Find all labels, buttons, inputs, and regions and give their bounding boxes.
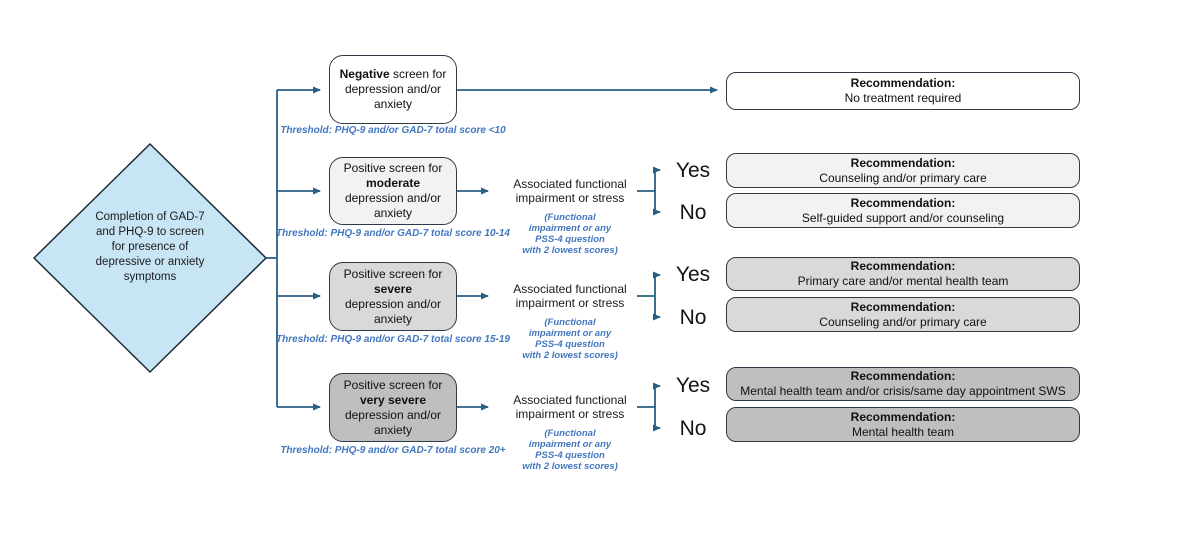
note-line: PSS-4 question <box>535 339 605 350</box>
start-node-label: Completion of GAD-7 and PHQ-9 to screen … <box>95 211 205 283</box>
screen-box-negative-line2: depression and/or <box>344 82 442 96</box>
screen-box-moderate-line3: depression and/or <box>344 191 442 205</box>
recommendation-heading: Recommendation: <box>850 299 956 314</box>
no-label-moderate: No <box>679 201 707 224</box>
recommendation-box-moderate-yes: Recommendation: Counseling and/or primar… <box>726 153 1080 188</box>
screen-box-negative-line1: Negative screen for <box>339 67 447 81</box>
note-line: (Functional <box>544 317 596 328</box>
question-moderate: Associated functional impairment or stre… <box>513 177 627 205</box>
note-line: impairment or any <box>528 223 612 234</box>
recommendation-heading: Recommendation: <box>850 195 956 210</box>
recommendation-box-severe-no: Recommendation: Counseling and/or primar… <box>726 297 1080 332</box>
question-severe: Associated functional impairment or stre… <box>513 282 627 310</box>
threshold-moderate: Threshold: PHQ-9 and/or GAD-7 total scor… <box>276 228 510 239</box>
question-note-very-severe: (Functional impairment or any PSS-4 ques… <box>495 428 645 472</box>
question-very-severe: Associated functional impairment or stre… <box>513 393 627 421</box>
recommendation-text: Mental health team <box>851 424 955 439</box>
screen-box-very-severe: Positive screen for very severe depressi… <box>329 373 457 442</box>
screen-box-severe-line4: anxiety <box>373 311 413 326</box>
recommendation-box-negative: Recommendation: No treatment required <box>726 72 1080 110</box>
note-line: (Functional <box>544 212 596 223</box>
yes-label-severe: Yes <box>675 263 711 286</box>
yes-label-very-severe: Yes <box>675 374 711 397</box>
note-line: (Functional <box>544 428 596 439</box>
screen-box-moderate-line2: moderate <box>365 176 421 190</box>
screen-box-severe: Positive screen for severe depression an… <box>329 262 457 331</box>
screen-box-moderate: Positive screen for moderate depression … <box>329 157 457 225</box>
note-line: PSS-4 question <box>535 234 605 245</box>
note-line: PSS-4 question <box>535 450 605 461</box>
recommendation-heading: Recommendation: <box>850 409 956 424</box>
note-line: with 2 lowest scores) <box>522 461 618 472</box>
start-diamond-shape <box>32 142 268 374</box>
question-note-severe: (Functional impairment or any PSS-4 ques… <box>495 317 645 361</box>
screen-box-moderate-line4: anxiety <box>373 206 413 220</box>
recommendation-box-moderate-no: Recommendation: Self-guided support and/… <box>726 193 1080 228</box>
note-line: impairment or any <box>528 328 612 339</box>
recommendation-heading: Recommendation: <box>850 76 956 90</box>
screen-box-severe-line1: Positive screen for <box>343 266 443 281</box>
recommendation-heading: Recommendation: <box>850 259 956 273</box>
threshold-negative: Threshold: PHQ-9 and/or GAD-7 total scor… <box>280 125 506 136</box>
note-line: with 2 lowest scores) <box>522 245 618 256</box>
threshold-severe: Threshold: PHQ-9 and/or GAD-7 total scor… <box>276 334 510 345</box>
screen-box-severe-line3: depression and/or <box>344 296 442 311</box>
recommendation-text: Primary care and/or mental health team <box>797 274 1009 288</box>
recommendation-heading: Recommendation: <box>850 155 956 170</box>
screen-box-very-severe-line3: depression and/or <box>344 407 442 422</box>
bracket-very-severe <box>637 386 656 428</box>
screen-box-very-severe-line2: very severe <box>359 392 427 407</box>
screen-box-very-severe-line1: Positive screen for <box>343 377 443 392</box>
no-label-severe: No <box>679 306 707 329</box>
recommendation-heading: Recommendation: <box>850 369 956 383</box>
screen-box-moderate-line1: Positive screen for <box>343 161 443 175</box>
note-line: impairment or any <box>528 439 612 450</box>
recommendation-text: Self-guided support and/or counseling <box>801 210 1005 225</box>
threshold-very-severe: Threshold: PHQ-9 and/or GAD-7 total scor… <box>280 445 506 456</box>
recommendation-box-very-severe-yes: Recommendation: Mental health team and/o… <box>726 367 1080 401</box>
screen-box-severe-line2: severe <box>373 281 413 296</box>
recommendation-text: Counseling and/or primary care <box>819 314 987 329</box>
bracket-moderate <box>637 170 656 212</box>
recommendation-box-severe-yes: Recommendation: Primary care and/or ment… <box>726 257 1080 291</box>
recommendation-text: Counseling and/or primary care <box>819 170 987 185</box>
recommendation-text: No treatment required <box>844 91 962 105</box>
screen-box-very-severe-line4: anxiety <box>373 422 413 437</box>
question-note-moderate: (Functional impairment or any PSS-4 ques… <box>495 212 645 256</box>
note-line: with 2 lowest scores) <box>522 350 618 361</box>
recommendation-box-very-severe-no: Recommendation: Mental health team <box>726 407 1080 442</box>
bracket-severe <box>637 275 656 317</box>
yes-label-moderate: Yes <box>675 159 711 182</box>
screen-box-negative-line3: anxiety <box>373 97 413 111</box>
no-label-very-severe: No <box>679 417 707 440</box>
recommendation-text: Mental health team and/or crisis/same da… <box>740 384 1066 398</box>
screen-box-negative: Negative screen for depression and/or an… <box>329 55 457 124</box>
